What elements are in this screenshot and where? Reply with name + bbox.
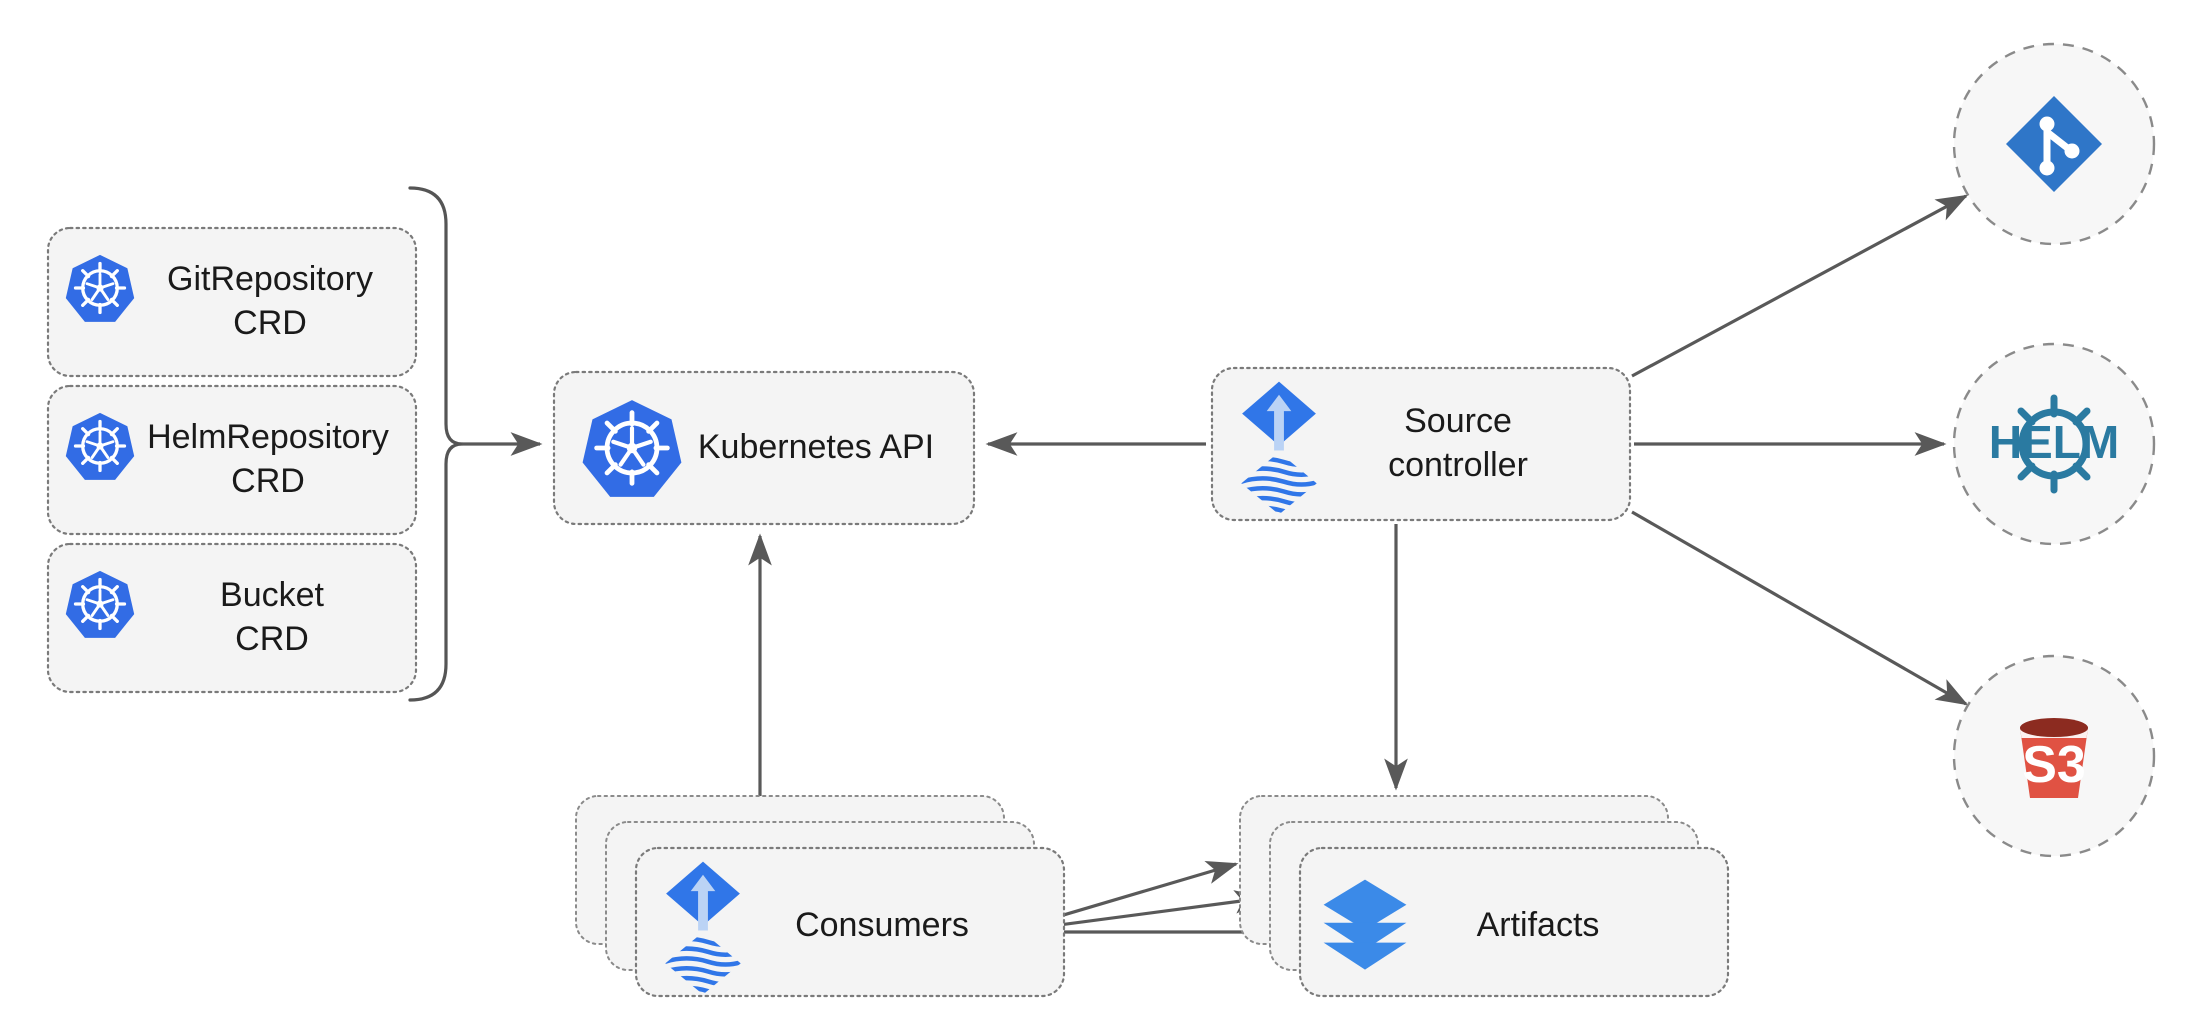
crd-node-gitrepository[interactable]: GitRepository CRD: [46, 226, 418, 378]
crd-brace: [408, 186, 464, 702]
node-label-line1: Source: [1404, 402, 1512, 440]
crd-label-line1: GitRepository: [167, 260, 373, 298]
s3-label: S3: [2022, 736, 2086, 794]
crd-node-helmrepository[interactable]: HelmRepository CRD: [46, 384, 418, 536]
node-kubernetes-api[interactable]: Kubernetes API: [552, 370, 976, 526]
node-label: Artifacts: [1477, 906, 1600, 944]
crd-label-line1: Bucket: [220, 576, 324, 614]
node-consumers[interactable]: Consumers: [575, 795, 1066, 998]
crd-label-line2: CRD: [231, 462, 305, 500]
node-source-controller[interactable]: Source controller: [1210, 366, 1632, 522]
node-label: Kubernetes API: [698, 428, 934, 466]
artifacts-card-front: [1298, 846, 1730, 998]
node-s3-source[interactable]: S3: [1952, 654, 2156, 858]
crd-label-line2: CRD: [233, 304, 307, 342]
node-label: Consumers: [795, 906, 969, 944]
node-artifacts[interactable]: Artifacts: [1239, 795, 1730, 998]
node-label-line2: controller: [1388, 446, 1528, 484]
crd-label-line1: HelmRepository: [147, 418, 389, 456]
consumers-card-front: [634, 846, 1066, 998]
node-git-source[interactable]: [1952, 42, 2156, 246]
node-helm-source[interactable]: HELM: [1952, 342, 2156, 546]
edge-source-controller-to-s3: [1631, 510, 1969, 706]
crd-node-bucket[interactable]: Bucket CRD: [46, 542, 418, 694]
edge-source-controller-to-git: [1631, 194, 1969, 378]
helm-label: HELM: [1989, 416, 2119, 468]
crd-label-line2: CRD: [235, 620, 309, 658]
